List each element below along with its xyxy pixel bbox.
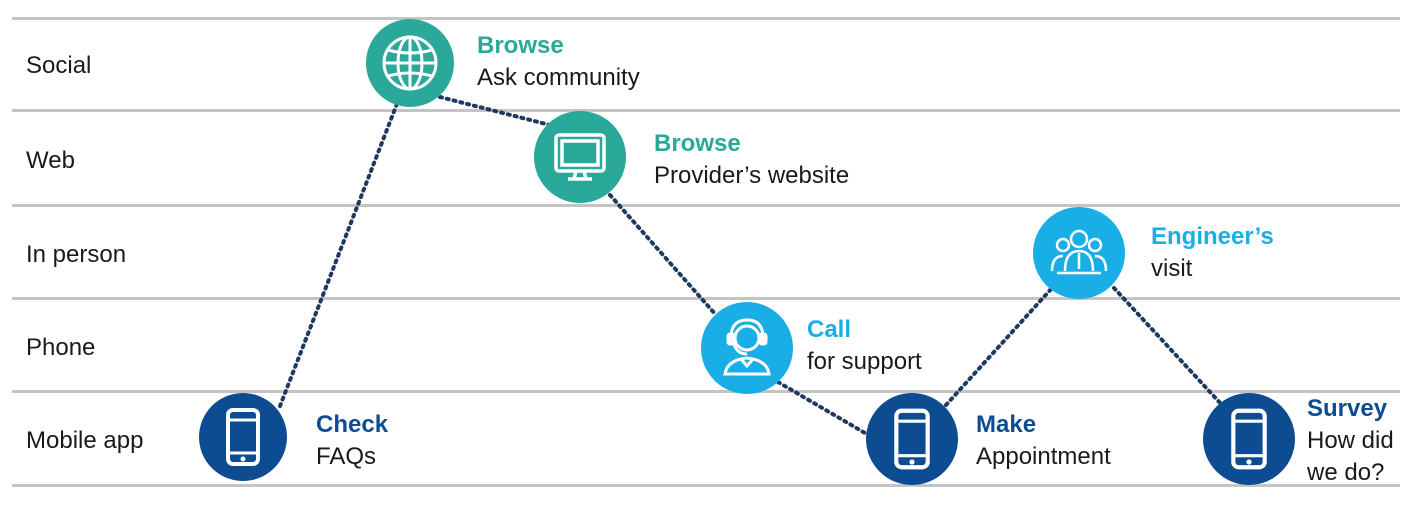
- lane-divider: [12, 204, 1400, 207]
- touchpoint-subtitle: FAQs: [316, 443, 377, 470]
- touchpoint-title: Browse: [654, 130, 741, 157]
- globe-icon: [382, 35, 438, 91]
- monitor-icon: [554, 133, 606, 181]
- people-group-icon: [1050, 229, 1108, 275]
- touchpoint-subtitle: How did we do?: [1307, 427, 1394, 486]
- lane-divider: [12, 297, 1400, 300]
- lane-divider: [12, 109, 1400, 112]
- smartphone-icon: [1231, 408, 1267, 470]
- touchpoint-label-browse-community: Browse Ask community: [477, 30, 640, 94]
- touchpoint-title: Call: [807, 316, 852, 343]
- smartphone-icon: [894, 408, 930, 470]
- touchpoint-call-support: [701, 302, 793, 394]
- touchpoint-label-make: Make Appointment: [976, 409, 1111, 473]
- touchpoint-label-engineer: Engineer’s visit: [1151, 221, 1274, 285]
- lane-label-mobile-app: Mobile app: [26, 427, 144, 454]
- touchpoint-label-check: Check FAQs: [316, 409, 388, 473]
- lane-divider: [12, 390, 1400, 393]
- touchpoint-title: Browse: [477, 32, 564, 59]
- touchpoint-browse-website: [534, 111, 626, 203]
- touchpoint-title: Engineer’s: [1151, 223, 1274, 250]
- lane-label-in-person: In person: [26, 241, 127, 268]
- touchpoint-survey: [1203, 393, 1295, 485]
- touchpoint-title: Check: [316, 411, 389, 438]
- touchpoint-browse-community: [366, 19, 454, 107]
- lane-label-social: Social: [26, 52, 92, 79]
- touchpoint-label-survey: Survey How did we do?: [1307, 393, 1426, 489]
- touchpoint-subtitle: Provider’s website: [654, 162, 850, 189]
- lane-divider: [12, 17, 1400, 20]
- touchpoint-check-faqs: [199, 393, 287, 481]
- touchpoint-subtitle: for support: [807, 348, 922, 375]
- touchpoint-label-call: Call for support: [807, 314, 922, 378]
- touchpoint-subtitle: visit: [1151, 255, 1193, 282]
- lane-label-web: Web: [26, 147, 75, 174]
- smartphone-icon: [226, 408, 260, 466]
- lane-label-phone: Phone: [26, 334, 96, 361]
- touchpoint-engineer-visit: [1033, 207, 1125, 299]
- headset-agent-icon: [723, 318, 771, 376]
- touchpoint-subtitle: Appointment: [976, 443, 1111, 470]
- touchpoint-title: Make: [976, 411, 1037, 438]
- lane-divider: [12, 484, 1400, 487]
- touchpoint-make-appointment: [866, 393, 958, 485]
- touchpoint-title: Survey: [1307, 395, 1388, 422]
- touchpoint-label-browse-website: Browse Provider’s website: [654, 128, 849, 192]
- touchpoint-subtitle: Ask community: [477, 64, 640, 91]
